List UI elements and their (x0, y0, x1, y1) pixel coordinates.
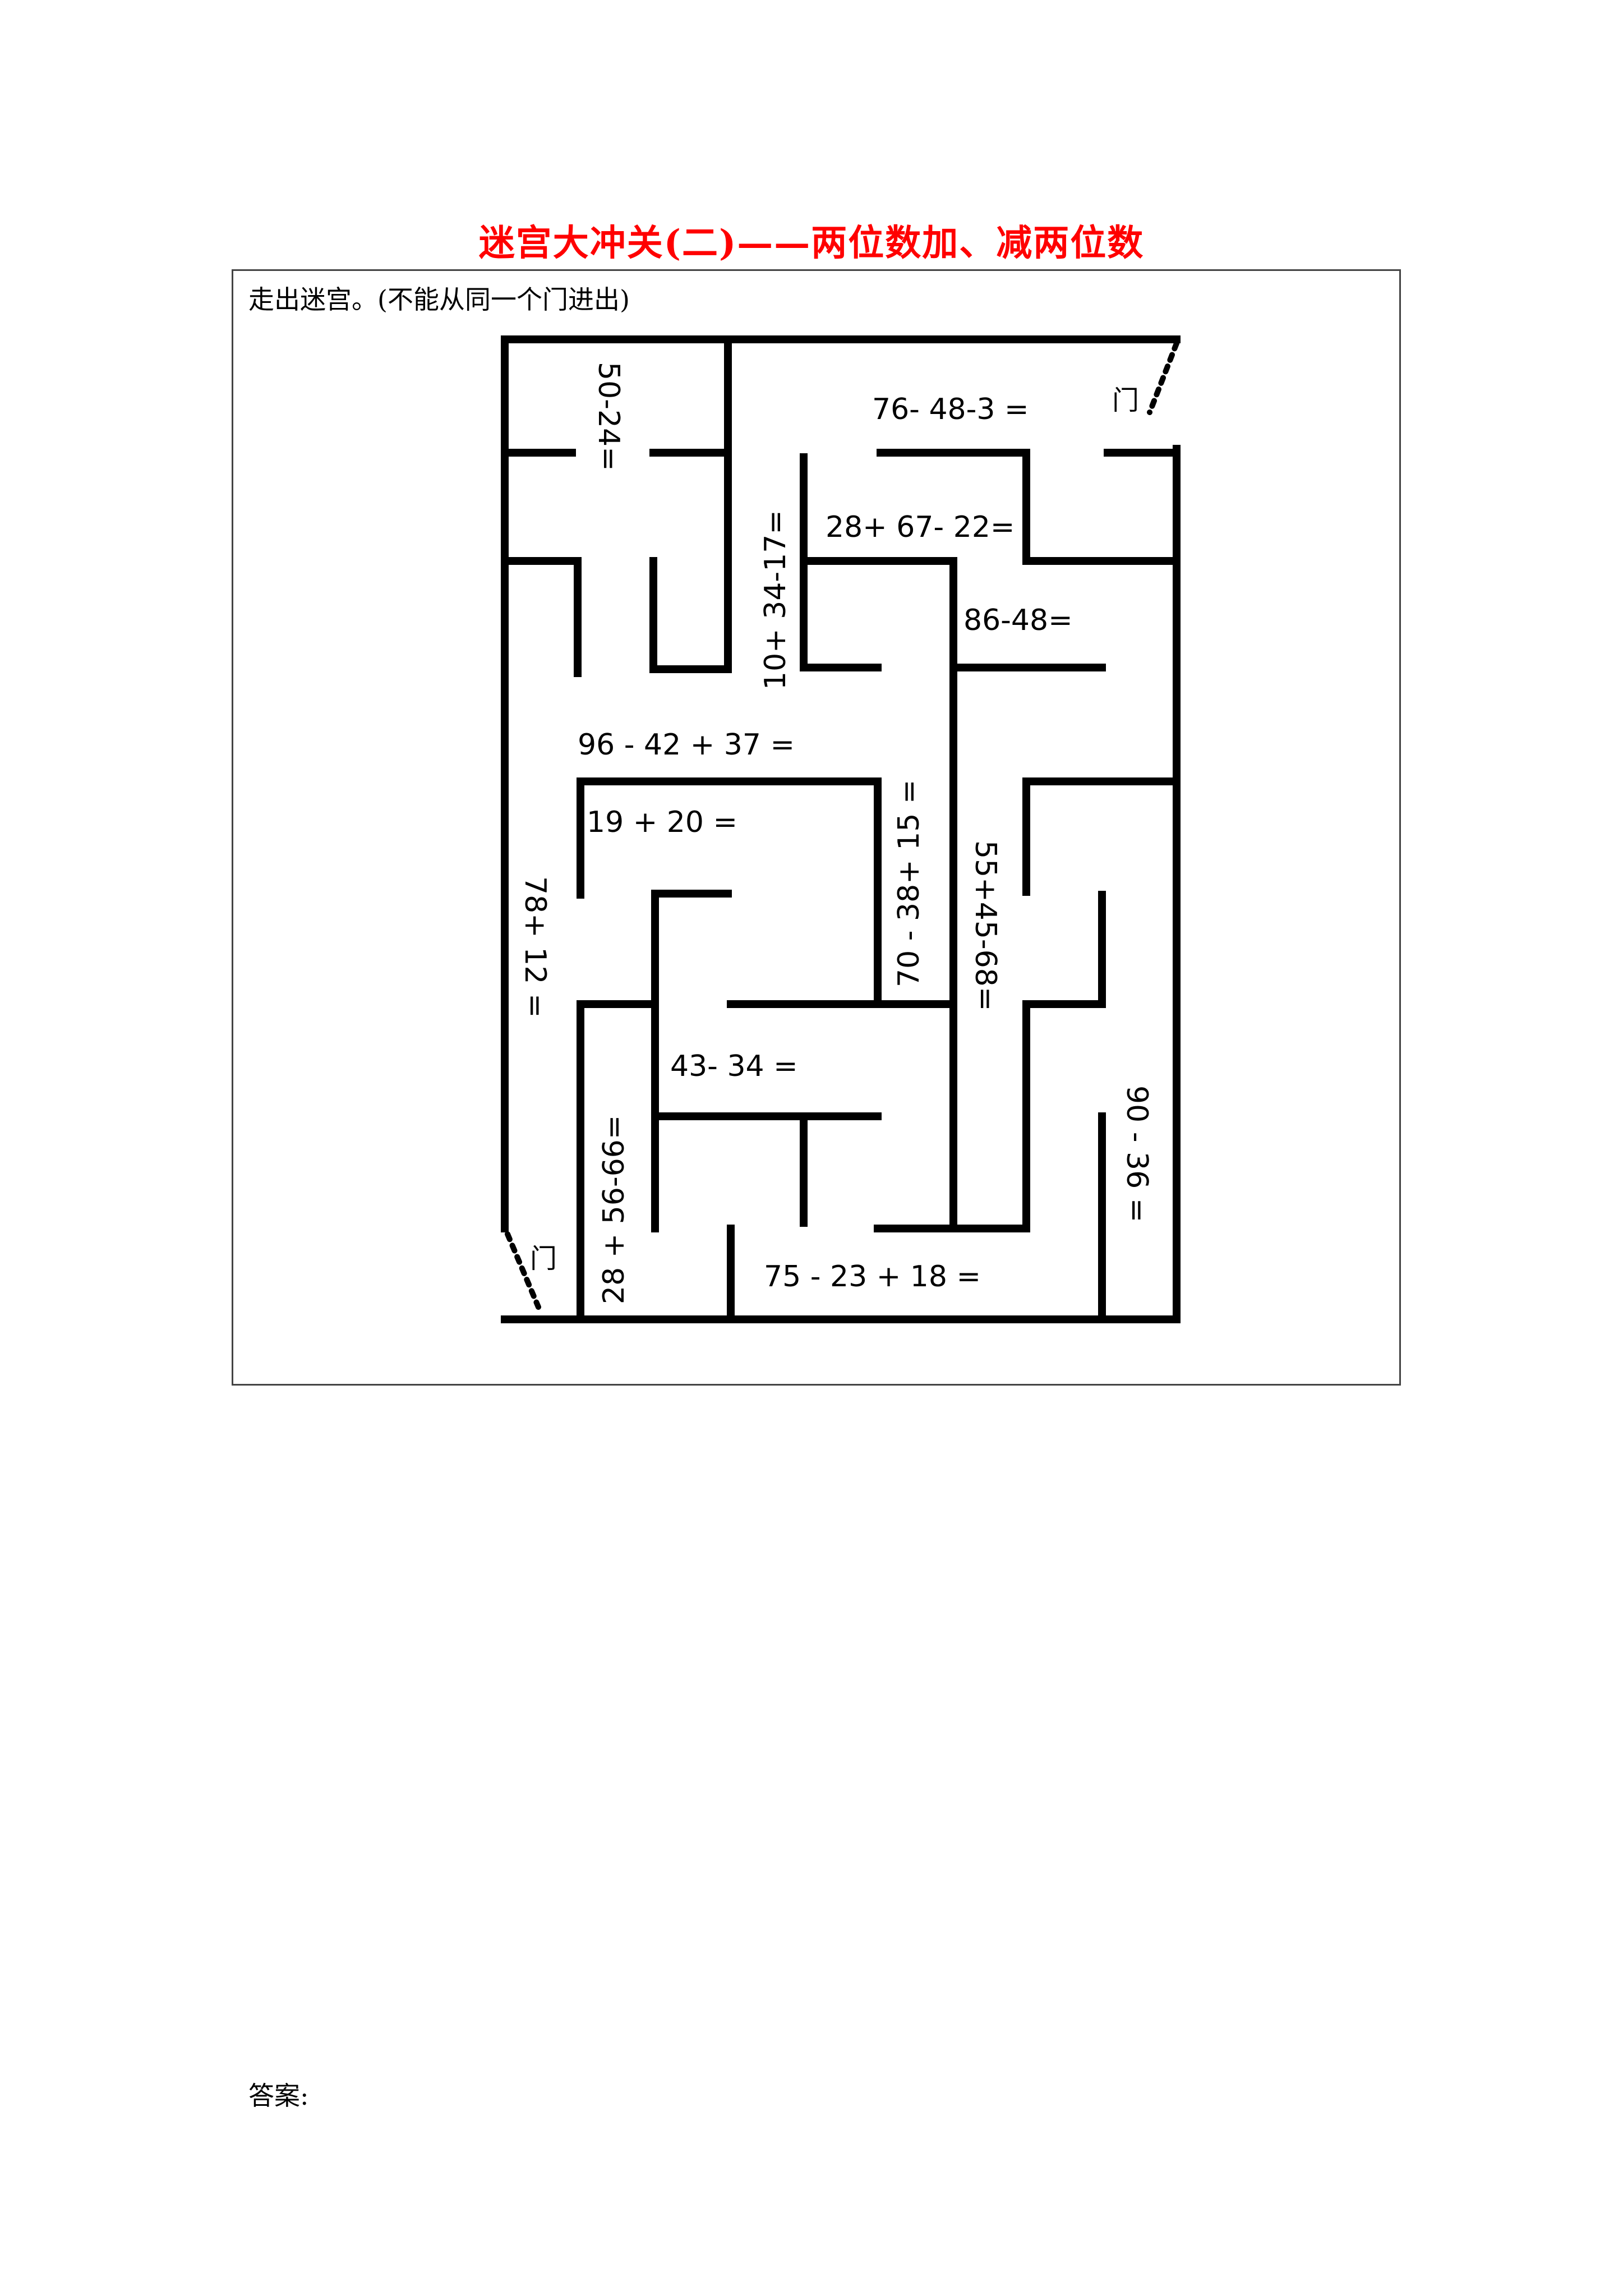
expression-e14: 75 - 23 + 18 = (764, 1260, 981, 1294)
door-label: 门 (530, 1243, 557, 1274)
maze-walls (501, 335, 1181, 1323)
expression-e8: 70 - 38+ 15 = (892, 779, 926, 987)
expression-e6: 96 - 42 + 37 = (578, 728, 795, 762)
expression-e2: 76- 48-3 = (872, 393, 1029, 426)
expression-e3: 10+ 34-17= (759, 510, 792, 690)
expression-e13: 90 - 36 = (1120, 1085, 1154, 1222)
maze-frame (232, 269, 1401, 1386)
expression-e4: 28+ 67- 22= (826, 510, 1015, 544)
expression-e7: 19 + 20 = (587, 806, 737, 839)
expression-e12: 28 + 56-66= (597, 1115, 631, 1304)
door-label: 门 (1112, 385, 1139, 416)
expression-e9: 55+45-68= (969, 840, 1002, 1011)
answer-label: 答案: (248, 2081, 309, 2111)
door-dotted-line (505, 1231, 541, 1310)
expression-e11: 43- 34 = (670, 1050, 798, 1083)
page-title: 迷宫大冲关(二)——两位数加、减两位数 (478, 222, 1145, 264)
expression-e5: 86-48= (963, 604, 1073, 637)
expression-e10: 78+ 12 = (518, 876, 552, 1018)
door-top-right: 门 (1112, 341, 1179, 416)
door-bottom-left: 门 (505, 1231, 557, 1310)
instruction-text: 走出迷宫。(不能从同一个门进出) (248, 284, 630, 315)
door-dotted-line (1147, 341, 1179, 415)
expression-e1: 50-24= (592, 362, 625, 471)
